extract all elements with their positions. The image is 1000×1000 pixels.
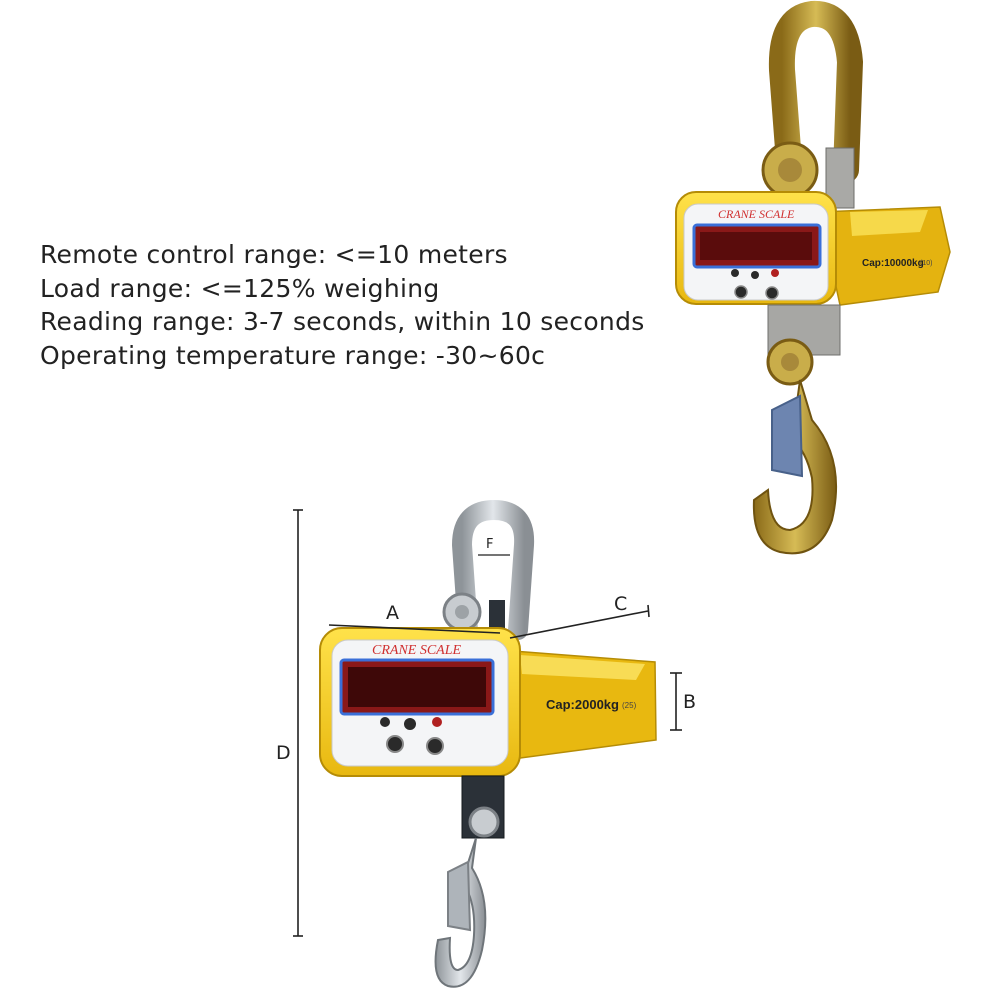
dimension-line-a xyxy=(328,624,501,634)
crane-scale-large xyxy=(675,1,951,555)
indicator-light xyxy=(380,717,390,727)
knob-left xyxy=(386,735,404,753)
knob-right xyxy=(426,737,444,755)
spec-load-range: Load range: <=125% weighing xyxy=(40,273,440,303)
knob-right xyxy=(765,286,779,300)
spec-reading-range: Reading range: 3-7 seconds, within 10 se… xyxy=(40,307,645,336)
hook-large xyxy=(752,379,838,555)
shackle-small xyxy=(451,499,535,640)
indicator-light xyxy=(751,271,759,279)
indicator-light xyxy=(404,718,416,730)
shackle-large xyxy=(768,1,864,188)
brand-label-small: CRANE SCALE xyxy=(372,643,462,658)
grade-label-large: (10) xyxy=(920,260,933,267)
dimension-label-c: C xyxy=(614,593,628,615)
grade-label-small: (25) xyxy=(622,701,637,710)
spec-temperature-range: Operating temperature range: -30~60c xyxy=(40,340,546,370)
indicator-light xyxy=(771,269,779,277)
dimension-label-b: B xyxy=(683,691,697,713)
dimension-lines xyxy=(293,509,682,937)
dimension-label-a: A xyxy=(386,602,399,624)
spec-remote-range: Remote control range: <=10 meters xyxy=(40,240,508,269)
capacity-label-small: Cap:2000kg xyxy=(546,697,619,712)
spec-list: Remote control range: <=10 meters Load r… xyxy=(40,238,645,372)
dimension-label-f: F xyxy=(486,537,494,552)
hook-small xyxy=(434,837,487,988)
dimension-label-d: D xyxy=(276,742,291,764)
crane-scale-small xyxy=(319,499,657,988)
safety-latch-large xyxy=(771,394,804,478)
indicator-light xyxy=(731,269,739,277)
brand-label-large: CRANE SCALE xyxy=(718,207,795,221)
indicator-light xyxy=(432,717,442,727)
capacity-label-large: Cap:10000kg xyxy=(862,258,924,269)
dimension-line-c xyxy=(509,610,649,639)
knob-left xyxy=(734,285,748,299)
safety-latch-small xyxy=(447,860,472,932)
